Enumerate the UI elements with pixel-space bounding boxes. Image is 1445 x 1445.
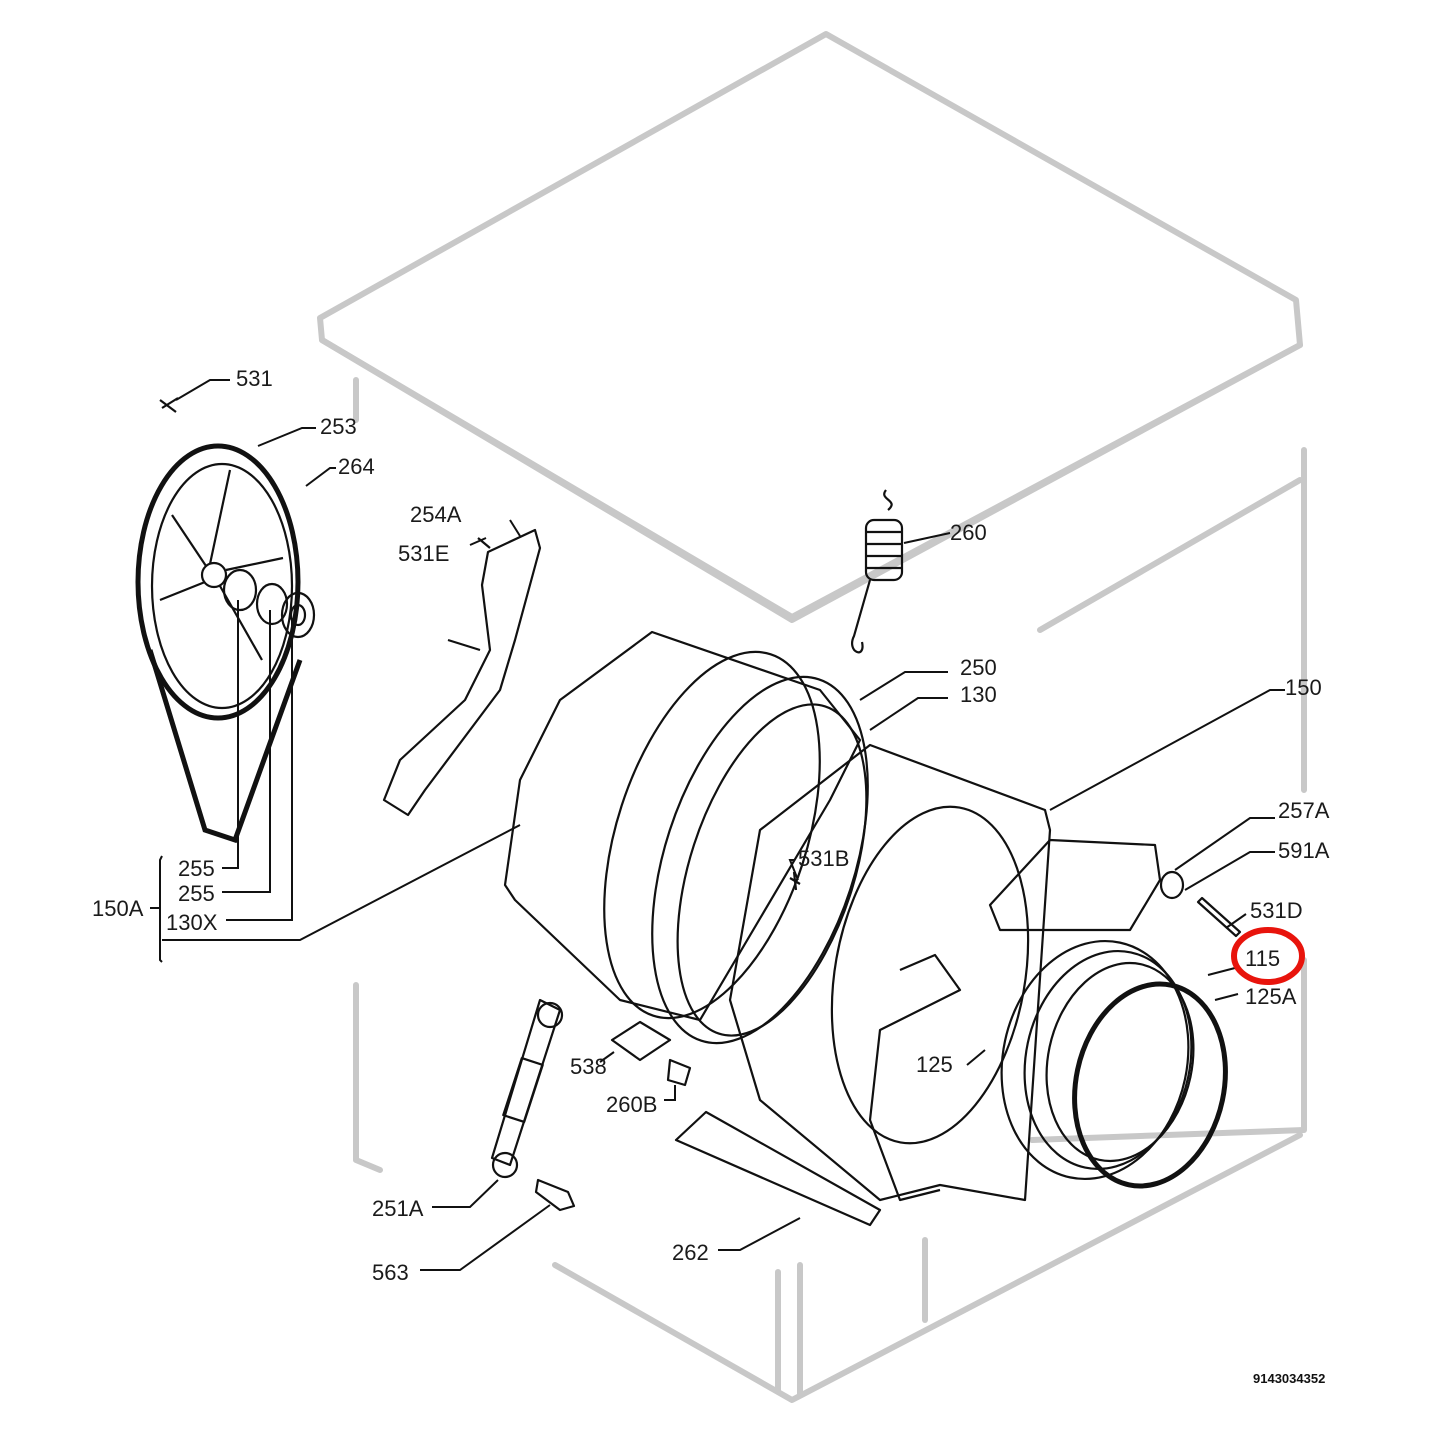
shock-absorber <box>490 998 576 1212</box>
callout-labels: 531 253 264 254A 531E 260 250 130 150 25… <box>92 366 1330 1285</box>
label-262: 262 <box>672 1240 709 1265</box>
label-257A: 257A <box>1278 798 1330 823</box>
label-260: 260 <box>950 520 987 545</box>
highlight-circle <box>1231 927 1305 985</box>
label-130X: 130X <box>166 910 218 935</box>
misc-parts <box>610 1020 882 1227</box>
spring-part <box>851 489 904 654</box>
label-150A: 150A <box>92 896 144 921</box>
pulley-assembly <box>135 397 316 844</box>
label-531B: 531B <box>798 846 849 871</box>
reference-code: 9143034352 <box>1253 1371 1325 1386</box>
label-264: 264 <box>338 454 375 479</box>
label-115: 115 <box>1245 946 1280 971</box>
label-253: 253 <box>320 414 357 439</box>
label-255-first: 255 <box>178 856 215 881</box>
label-150: 150 <box>1285 675 1322 700</box>
label-531: 531 <box>236 366 273 391</box>
cabinet-outline <box>317 31 1307 1403</box>
label-130: 130 <box>960 682 997 707</box>
drum-rear <box>503 630 869 1045</box>
label-538: 538 <box>570 1054 607 1079</box>
label-250: 250 <box>960 655 997 680</box>
label-255-second: 255 <box>178 881 215 906</box>
door-seal <box>1000 939 1228 1189</box>
small-parts <box>789 870 1242 938</box>
label-125A: 125A <box>1245 984 1297 1009</box>
label-531D: 531D <box>1250 898 1303 923</box>
label-563: 563 <box>372 1260 409 1285</box>
label-591A: 591A <box>1278 838 1330 863</box>
label-125: 125 <box>916 1052 953 1077</box>
tub-front <box>728 743 1162 1202</box>
label-531E: 531E <box>398 541 449 566</box>
label-254A: 254A <box>410 502 462 527</box>
leader-lines <box>150 379 1285 1271</box>
label-251A: 251A <box>372 1196 424 1221</box>
bracket-part <box>382 528 542 817</box>
label-260B: 260B <box>606 1092 657 1117</box>
